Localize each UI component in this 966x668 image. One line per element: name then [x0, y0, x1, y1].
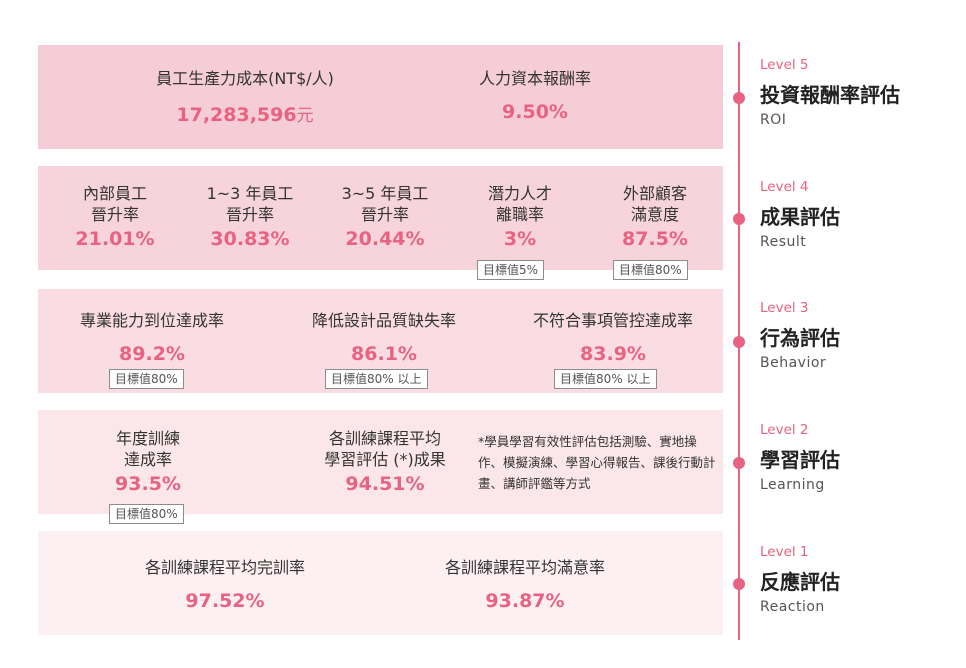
level-number: Level 5	[760, 57, 809, 73]
level-2-label: Level 2 學習評估 Learning	[760, 421, 840, 493]
target-badge: 目標值80%	[109, 369, 184, 389]
metric-label: 晉升率	[225, 205, 274, 224]
metric-value: 17,283,596元	[176, 104, 314, 126]
target-badge: 目標值80%	[109, 504, 184, 524]
panel-level4-result	[38, 166, 723, 270]
metric-label: 不符合事項管控達成率	[532, 311, 693, 330]
metric-label: 達成率	[123, 450, 172, 469]
metric-label: 滿意度	[630, 205, 679, 224]
metric-label: 1~3 年員工	[206, 184, 294, 203]
level-english: Behavior	[760, 355, 827, 371]
metric-label: 人力資本報酬率	[478, 69, 591, 88]
metric-value: 83.9%	[580, 343, 646, 365]
panel-level1-reaction	[38, 531, 723, 635]
metric-3-5yr-promotion: 3~5 年員工 晉升率 20.44%	[325, 183, 445, 250]
metric-value: 87.5%	[622, 228, 688, 250]
level-1-label: Level 1 反應評估 Reaction	[760, 543, 840, 615]
metric-label: 晉升率	[360, 205, 409, 224]
metric-label: 專業能力到位達成率	[79, 311, 224, 330]
metric-competency-achievement: 專業能力到位達成率 89.2%	[52, 310, 252, 365]
metric-training-achievement: 年度訓練 達成率 93.5%	[88, 428, 208, 495]
metric-label: 各訓練課程平均	[328, 429, 441, 448]
target-badge: 目標值80%	[613, 260, 688, 280]
metric-value: 97.52%	[185, 590, 265, 612]
metric-design-defect-reduction: 降低設計品質缺失率 86.1%	[284, 310, 484, 365]
level-english: Result	[760, 234, 807, 250]
metric-label: 學習評估 (*)成果	[324, 450, 446, 469]
learning-assessment-note: *學員學習有效性評估包括測驗、實地操作、模擬演練、學習心得報告、課後行動計畫、講…	[478, 434, 716, 491]
metric-label: 降低設計品質缺失率	[311, 311, 456, 330]
metric-satisfaction-rate: 各訓練課程平均滿意率 93.87%	[410, 557, 640, 612]
target-badge: 目標值80% 以上	[325, 369, 428, 389]
target-badge: 目標值5%	[477, 260, 545, 280]
metric-value: 86.1%	[351, 343, 417, 365]
metric-customer-satisfaction: 外部顧客 滿意度 87.5%	[595, 183, 715, 250]
metric-value: 94.51%	[345, 473, 425, 495]
level-number: Level 4	[760, 179, 809, 195]
timeline-dot	[733, 336, 745, 348]
level-3-label: Level 3 行為評估 Behavior	[760, 299, 840, 371]
timeline-dot	[733, 213, 745, 225]
metric-label: 員工生產力成本(NT$/人)	[156, 69, 334, 88]
level-title: 投資報酬率評估	[760, 83, 900, 107]
metric-1-3yr-promotion: 1~3 年員工 晉升率 30.83%	[190, 183, 310, 250]
level-title: 反應評估	[760, 570, 840, 594]
metric-productivity-cost: 員工生產力成本(NT$/人) 17,283,596元	[110, 68, 380, 126]
level-title: 行為評估	[760, 326, 840, 350]
level-number: Level 3	[760, 300, 809, 316]
level-number: Level 1	[760, 544, 809, 560]
metric-label: 外部顧客	[622, 184, 687, 203]
metric-value: 3%	[503, 228, 537, 250]
metric-label: 年度訓練	[115, 429, 180, 448]
timeline-dot	[733, 457, 745, 469]
metric-value: 30.83%	[210, 228, 290, 250]
timeline-dot	[733, 92, 745, 104]
metric-talent-turnover: 潛力人才 離職率 3%	[460, 183, 580, 250]
metric-value: 93.5%	[115, 473, 181, 495]
metric-label: 離職率	[495, 205, 544, 224]
metric-value: 89.2%	[119, 343, 185, 365]
metric-internal-promotion: 內部員工 晉升率 21.01%	[55, 183, 175, 250]
level-english: Learning	[760, 477, 825, 493]
metric-label: 潛力人才	[487, 184, 552, 203]
level-english: ROI	[760, 112, 787, 128]
metric-label: 3~5 年員工	[341, 184, 429, 203]
metric-learning-assessment: 各訓練課程平均 學習評估 (*)成果 94.51%	[300, 428, 470, 495]
level-title: 成果評估	[760, 205, 840, 229]
level-title: 學習評估	[760, 448, 840, 472]
metric-label: 內部員工	[82, 184, 147, 203]
panel-level5-roi	[38, 45, 723, 149]
metric-value: 20.44%	[345, 228, 425, 250]
metric-value: 93.87%	[485, 590, 565, 612]
target-badge: 目標值80% 以上	[554, 369, 657, 389]
metric-human-capital-roi: 人力資本報酬率 9.50%	[420, 68, 650, 123]
metric-label: 晉升率	[90, 205, 139, 224]
timeline-dot	[733, 578, 745, 590]
metric-nonconformity-control: 不符合事項管控達成率 83.9%	[503, 310, 723, 365]
metric-label: 各訓練課程平均完訓率	[144, 558, 305, 577]
level-5-label: Level 5 投資報酬率評估 ROI	[760, 56, 900, 128]
metric-completion-rate: 各訓練課程平均完訓率 97.52%	[110, 557, 340, 612]
panel-level2-learning	[38, 410, 723, 514]
metric-value: 9.50%	[502, 101, 568, 123]
metric-value: 21.01%	[75, 228, 155, 250]
level-number: Level 2	[760, 422, 809, 438]
level-english: Reaction	[760, 599, 825, 615]
level-4-label: Level 4 成果評估 Result	[760, 178, 840, 250]
metric-label: 各訓練課程平均滿意率	[444, 558, 605, 577]
